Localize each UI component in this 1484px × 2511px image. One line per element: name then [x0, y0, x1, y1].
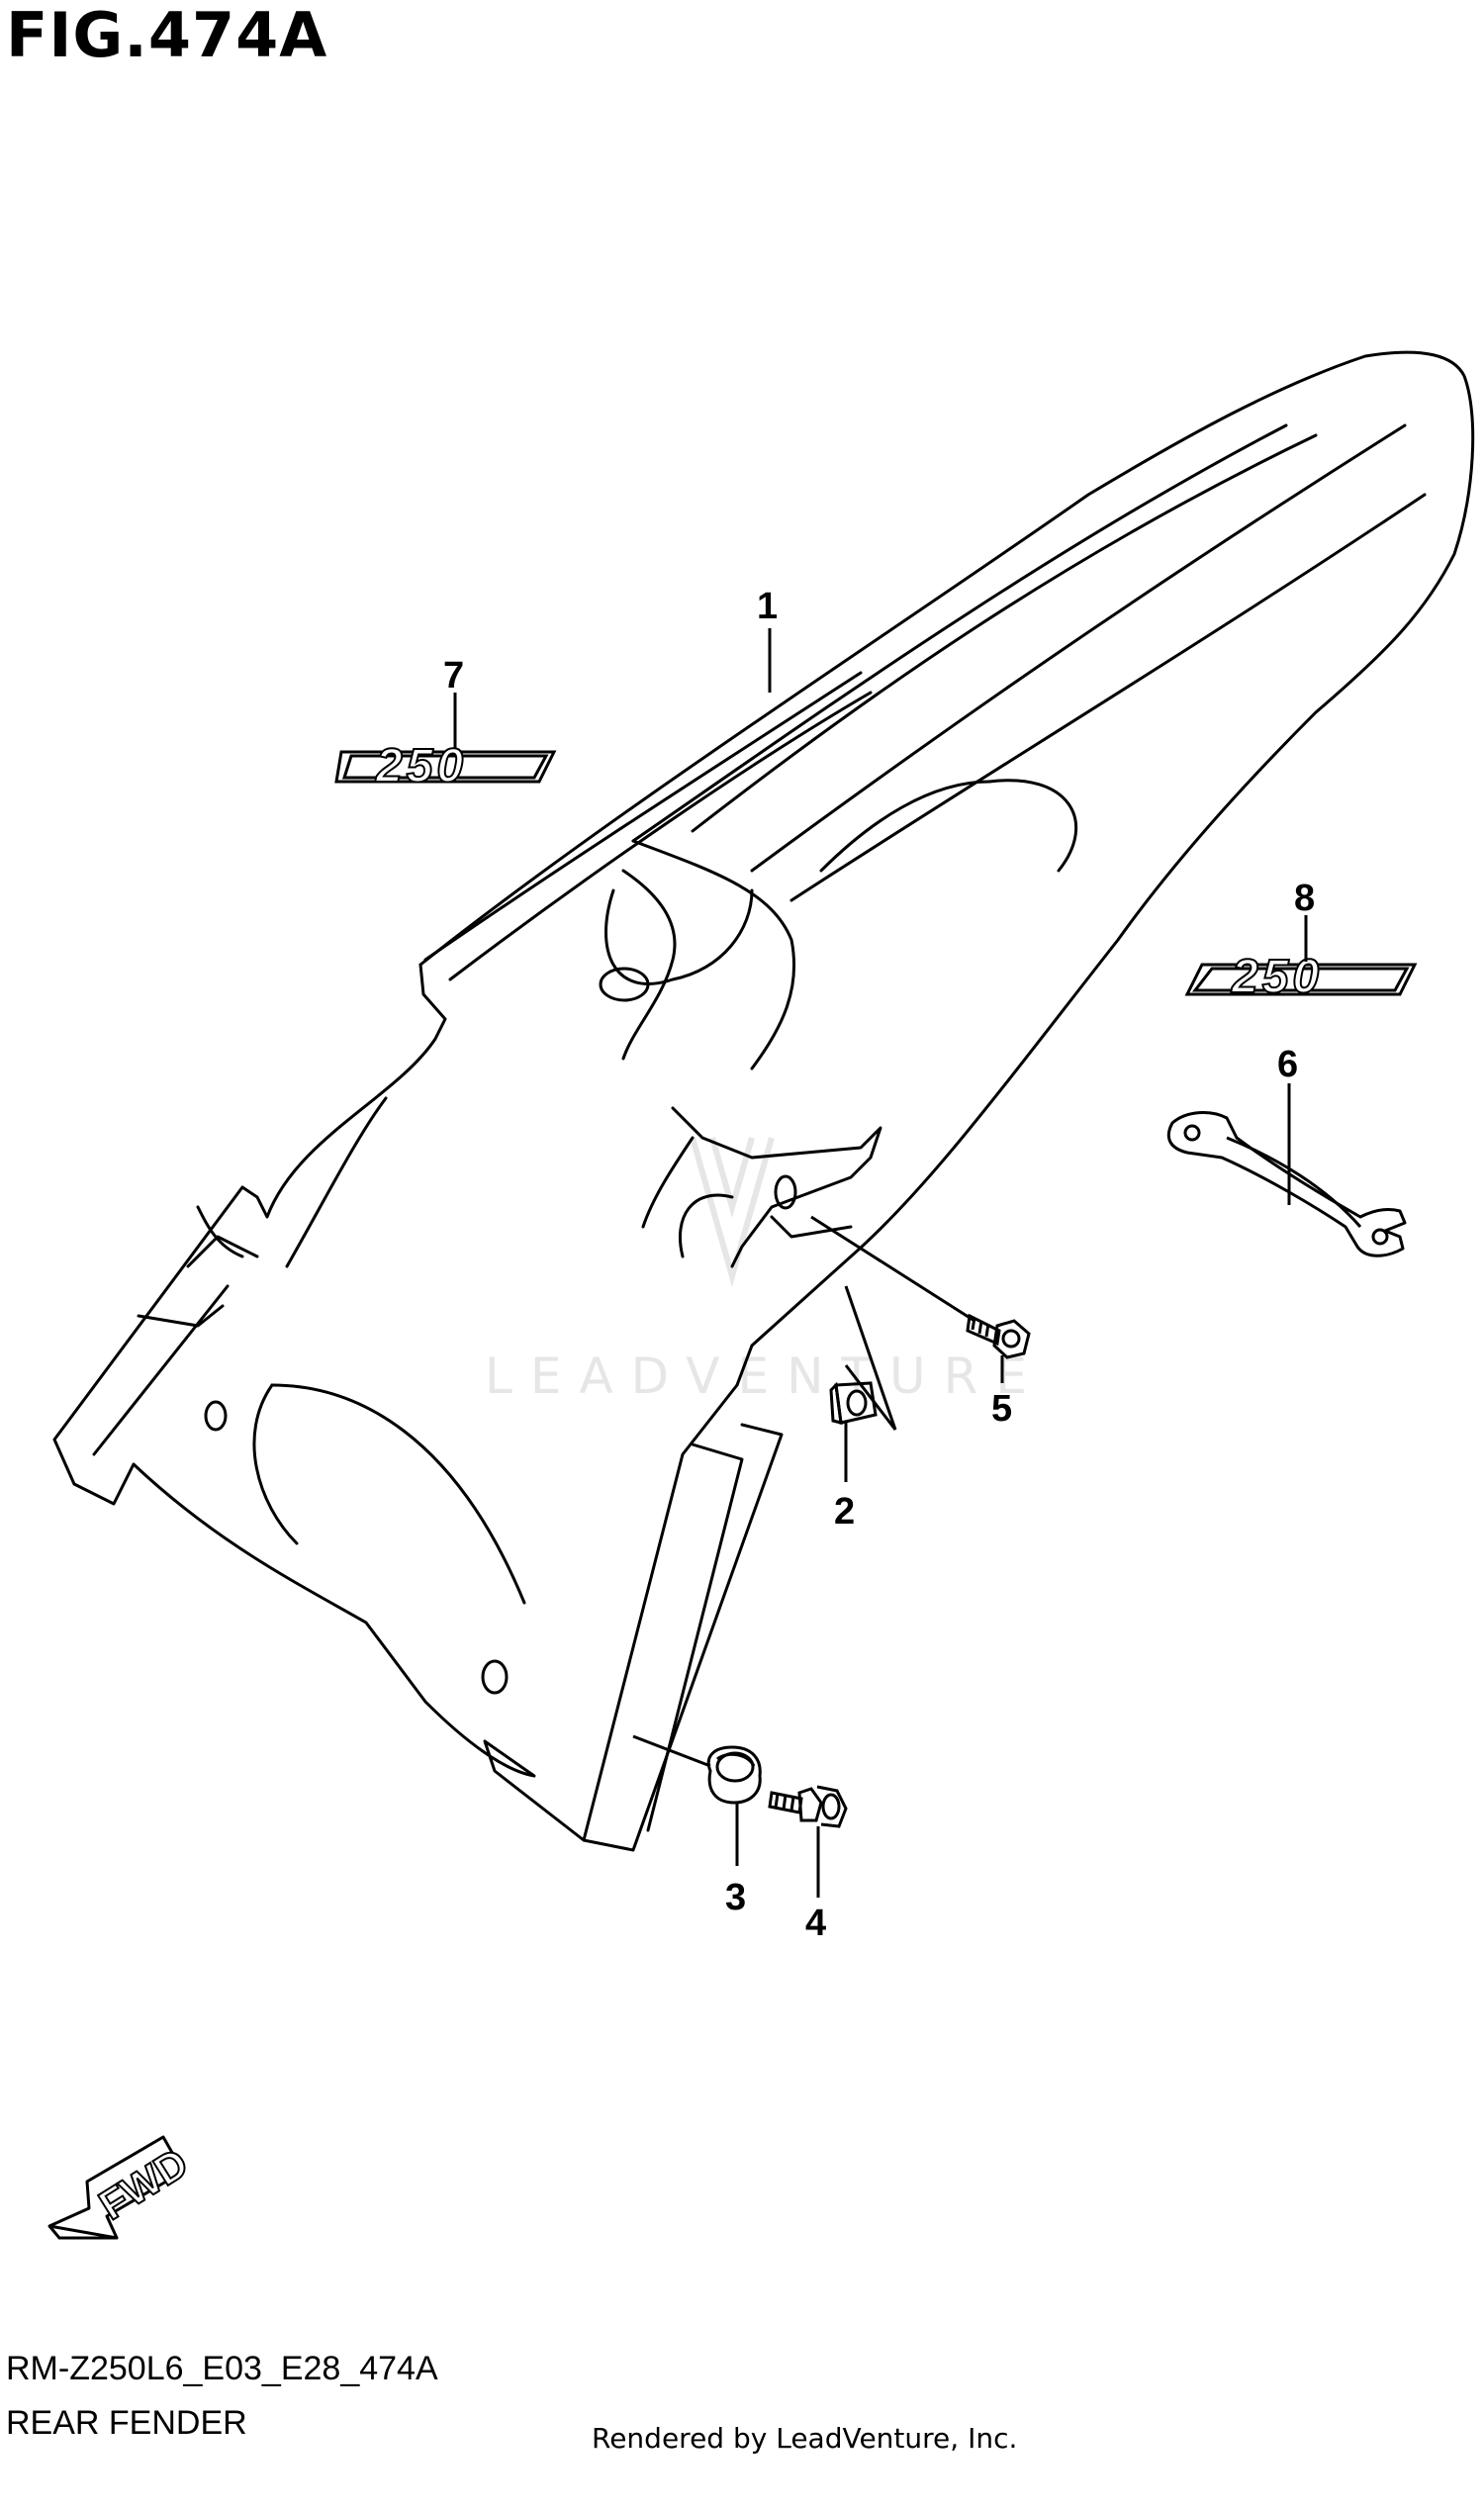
callout-labels: 1 2 3 4 5 6 7 8 [443, 586, 1315, 1944]
callout-8: 8 [1294, 878, 1315, 919]
watermark-logo [690, 1137, 775, 1287]
cushion-3 [706, 1745, 762, 1805]
emblem-8: 250 [1184, 950, 1418, 1004]
rendered-by-credit: Rendered by LeadVenture, Inc. [592, 2422, 1018, 2455]
callout-7: 7 [443, 655, 464, 697]
figure-name: REAR FENDER [6, 2404, 247, 2442]
callout-3: 3 [725, 1877, 746, 1918]
callout-5: 5 [991, 1388, 1012, 1430]
callout-1: 1 [757, 586, 778, 627]
callout-2: 2 [834, 1491, 855, 1533]
fwd-arrow-icon: FWD [47, 2135, 197, 2240]
emblem-7: 250 [334, 739, 557, 793]
callout-6: 6 [1277, 1044, 1298, 1085]
watermark: LEADVENTURE [485, 1348, 1045, 1405]
band [1166, 1111, 1407, 1257]
emblem-7-text: 250 [375, 740, 467, 792]
bolt-5 [966, 1313, 1031, 1359]
leader-lines [453, 628, 1308, 1898]
emblem-8-text: 250 [1231, 951, 1323, 1003]
rear-fender [52, 350, 1475, 1852]
figure-code: RM-Z250L6_E03_E28_474A [6, 2350, 438, 2387]
bolt-4 [768, 1785, 848, 1828]
callout-4: 4 [805, 1903, 826, 1944]
figure-title: FIG.474A [6, 0, 328, 71]
